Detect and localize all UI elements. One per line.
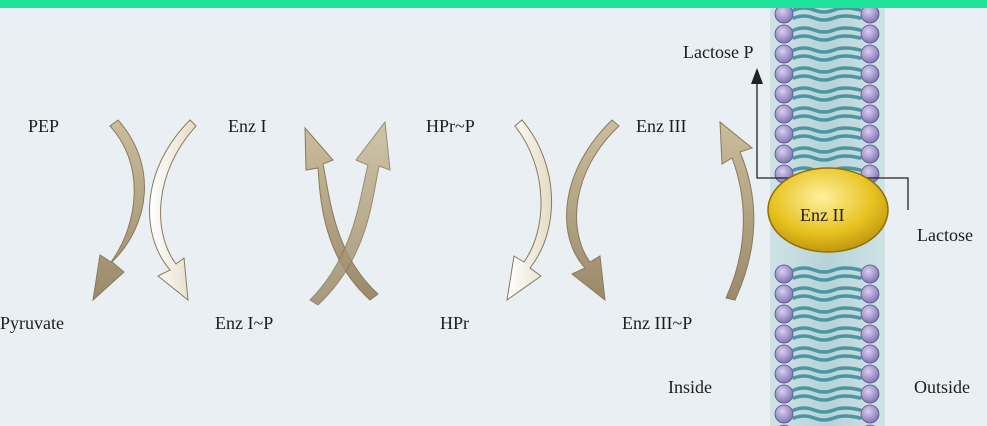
lipid-head [861,305,879,323]
lipid-head [775,405,793,423]
lipid-head [861,285,879,303]
lipid-head [861,45,879,63]
lipid-head [775,345,793,363]
label-lactose: Lactose [917,225,973,246]
lipid-head [861,385,879,403]
label-enz-ii: Enz II [800,205,844,226]
arrow-pep-to-pyruvate [93,120,144,300]
label-pyruvate: Pyruvate [0,313,64,334]
lipid-head [775,125,793,143]
lipid-head [861,25,879,43]
lipid-head [775,385,793,403]
lipid-head [861,125,879,143]
arrow-enz-iii-p-to-enz-iii [720,122,754,300]
lipid-head [775,145,793,163]
top-accent-bar [0,0,987,8]
lipid-head [775,25,793,43]
label-enz-iii: Enz III [636,116,686,137]
lipid-head [775,325,793,343]
lipid-head [775,265,793,283]
lipid-head [861,65,879,83]
lipid-head [775,8,793,23]
lipid-head [861,365,879,383]
lipid-head [775,285,793,303]
lipid-head [775,305,793,323]
lipid-head [861,8,879,23]
arrow-enz-i-to-enz-i-p [150,120,196,300]
label-lactose-p: Lactose P [683,42,753,63]
lipid-head [861,85,879,103]
lipid-head [775,65,793,83]
label-enz-i: Enz I [228,116,266,137]
lipid-head [861,345,879,363]
lipid-head [861,265,879,283]
lipid-head [775,365,793,383]
lipid-head [775,105,793,123]
lipid-head [861,145,879,163]
label-pep: PEP [28,116,59,137]
lipid-head [861,405,879,423]
label-enz-iii-p: Enz III~P [622,313,692,334]
lipid-head [775,45,793,63]
lipid-head [861,105,879,123]
arrow-enz-iii-to-enz-iii-p [567,120,619,300]
label-inside: Inside [668,377,712,398]
lipid-head [775,85,793,103]
label-hpr: HPr [440,313,469,334]
arrow-hpr-p-to-hpr [507,120,552,300]
label-outside: Outside [914,377,970,398]
label-enz-i-p: Enz I~P [215,313,273,334]
label-hpr-p: HPr~P [426,116,475,137]
lipid-head [861,325,879,343]
